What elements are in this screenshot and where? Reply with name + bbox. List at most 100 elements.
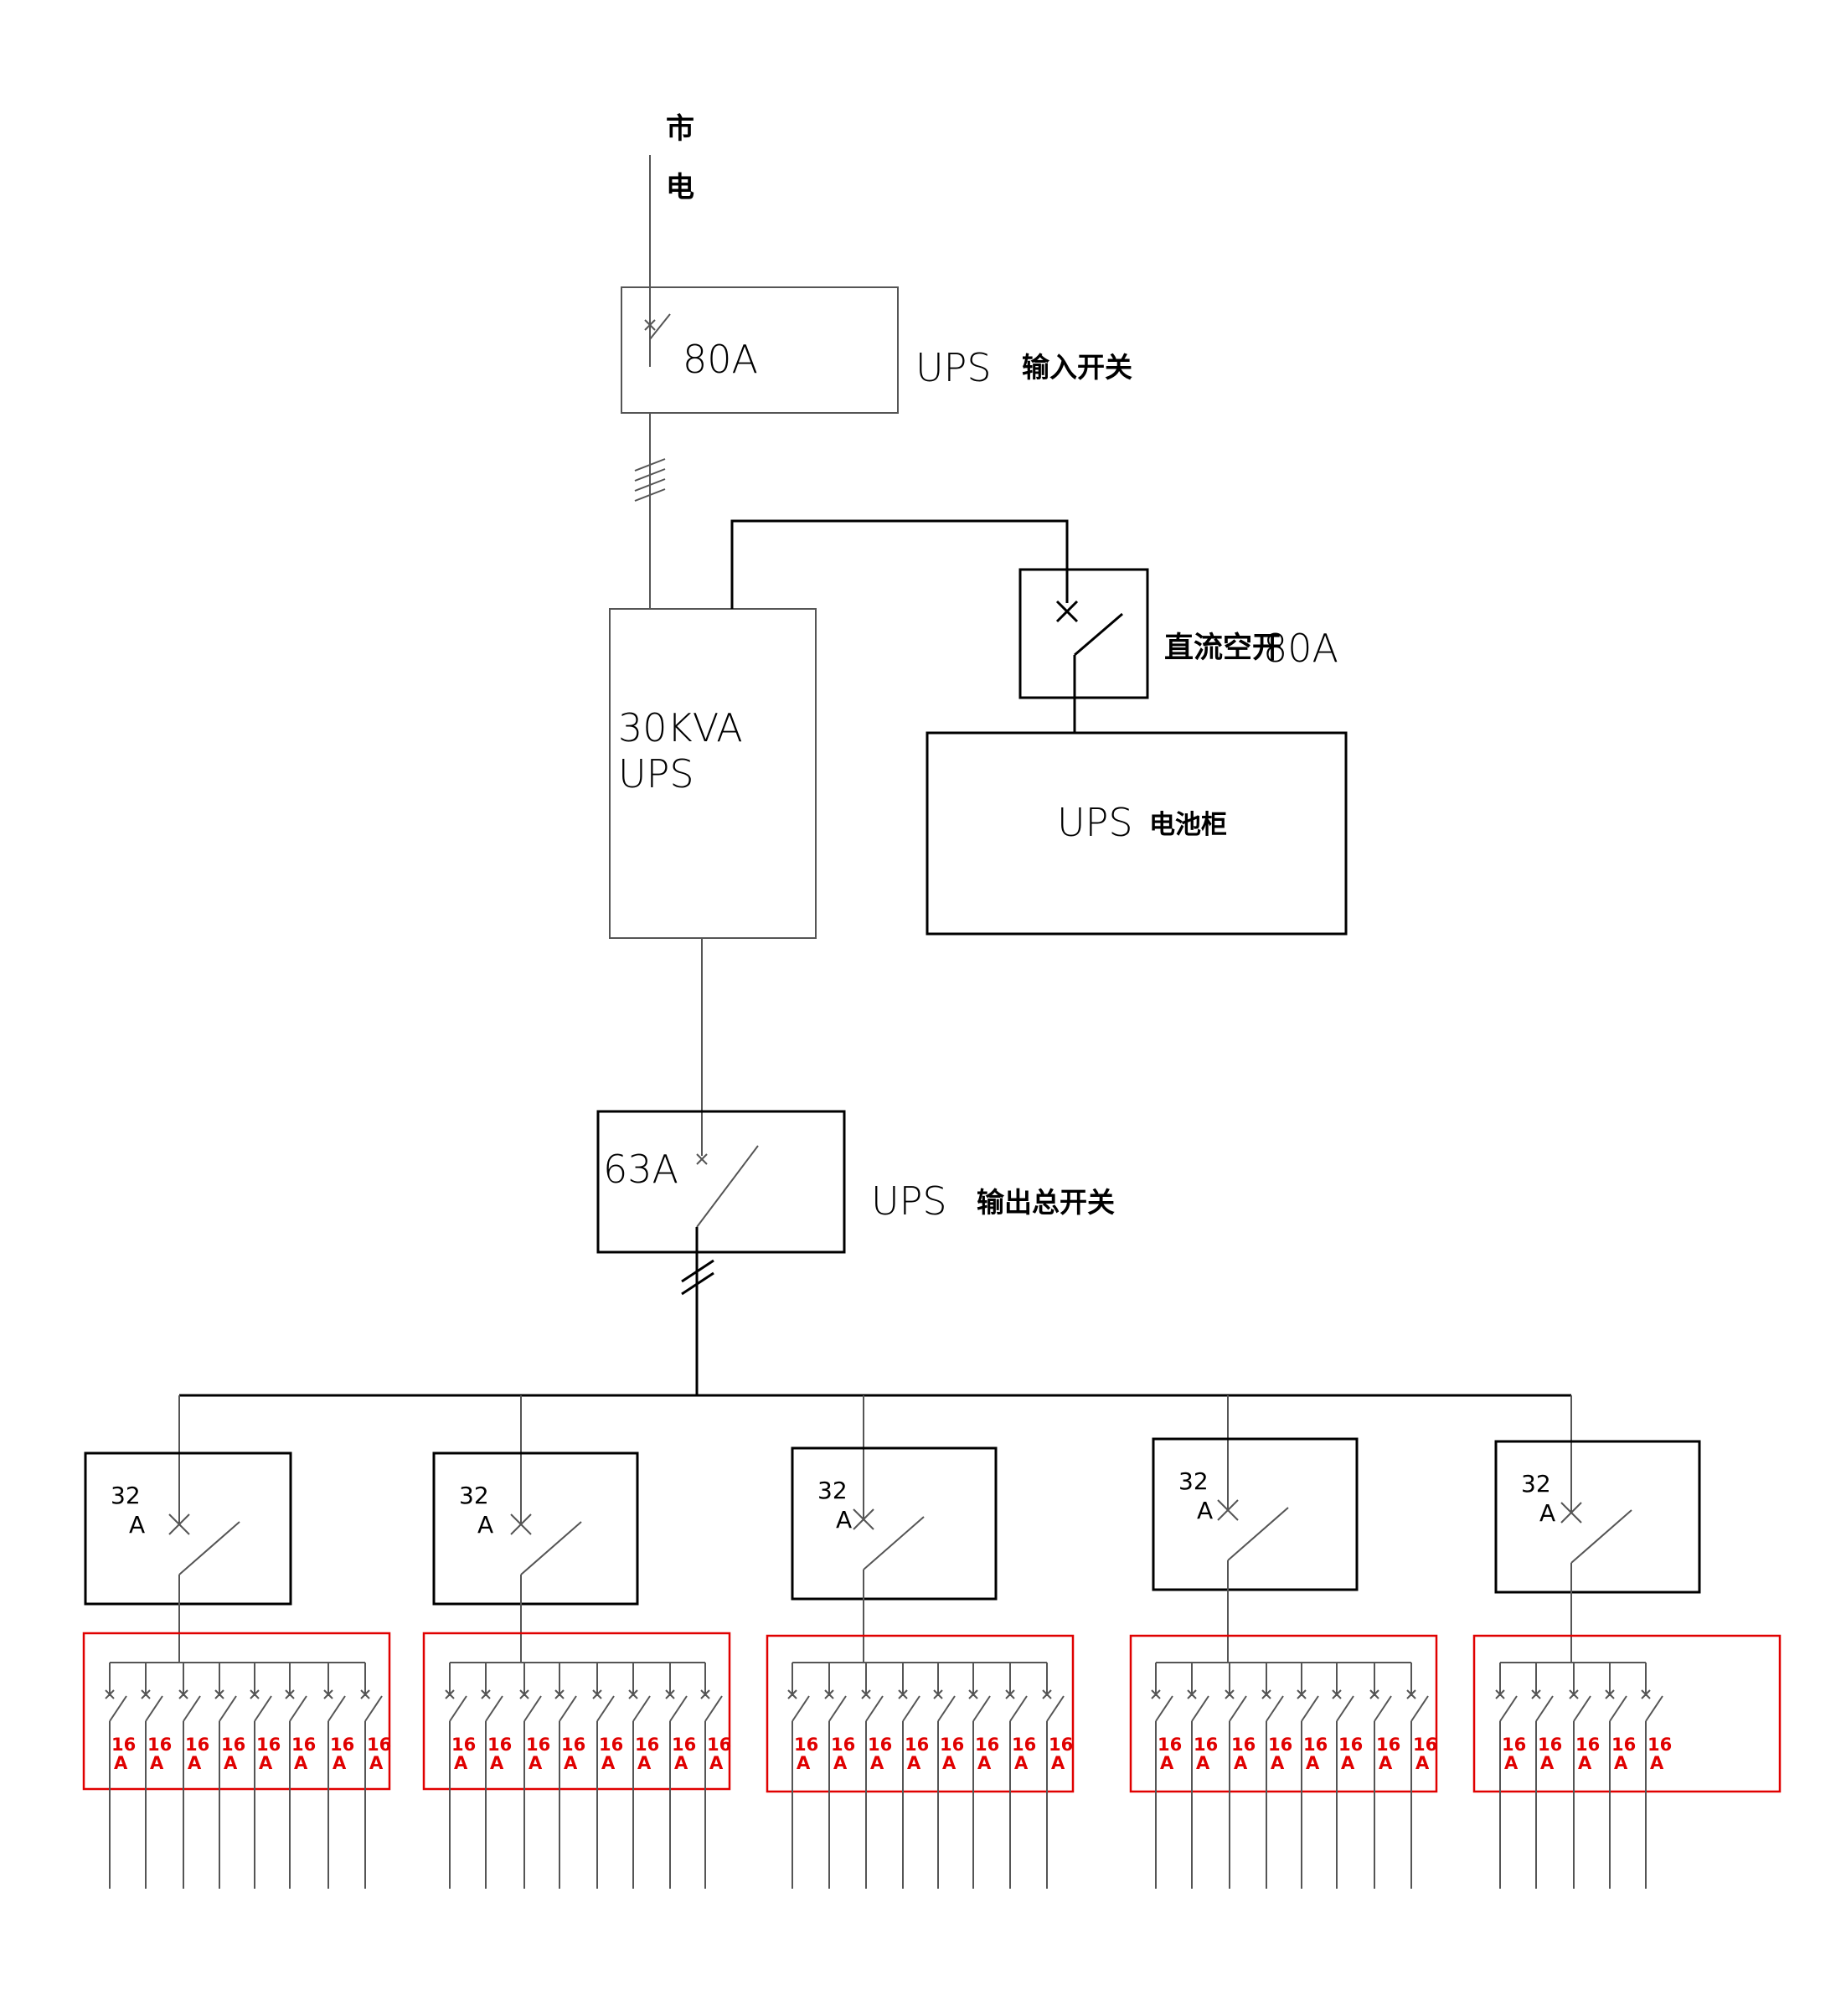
outlet-unit: A [601, 1753, 616, 1773]
dc-breaker-name: 直流空开 [1164, 632, 1281, 665]
outlet-rating: 16 [794, 1735, 818, 1755]
outlet-breaker: 16A [1495, 1663, 1526, 1889]
outlet-rating: 16 [1049, 1735, 1073, 1755]
outlet-unit: A [1306, 1753, 1320, 1773]
outlet-unit: A [977, 1753, 992, 1773]
outlet-breaker: 16A [105, 1663, 136, 1889]
outlet-rating: 16 [831, 1735, 855, 1755]
outlet-unit: A [294, 1753, 308, 1773]
battery-cabinet-box [926, 731, 1348, 936]
outlet-breaker: 16A [628, 1663, 659, 1889]
dc-breaker-rating: 80A [1263, 626, 1338, 671]
outlet-unit: A [490, 1753, 504, 1773]
input-switch-name-latin: UPS [915, 345, 992, 390]
outlet-unit: A [1196, 1753, 1210, 1773]
outlet-breaker: 16A [968, 1663, 999, 1889]
ups-box [609, 608, 817, 939]
outlet-breaker: 16A [1225, 1663, 1256, 1889]
outlet-breaker: 16A [1005, 1663, 1036, 1889]
dc-link-line [730, 519, 1069, 609]
battery-name-cjk: 电池柜 [1149, 810, 1227, 840]
outlet-rating: 16 [1158, 1735, 1182, 1755]
outlet-breaker: 16A [554, 1663, 585, 1889]
outlet-unit: A [1160, 1753, 1174, 1773]
outlet-breaker: 16A [1187, 1663, 1218, 1889]
outlet-unit: A [637, 1753, 652, 1773]
outlet-rating: 16 [1231, 1735, 1256, 1755]
branch-breaker-box [432, 1451, 639, 1606]
outlet-breaker: 16A [700, 1663, 731, 1889]
outlet-breaker: 16A [824, 1663, 855, 1889]
mains-label-2: 电 [666, 171, 694, 204]
outlet-group-box [422, 1632, 731, 1791]
outlet-rating: 16 [451, 1735, 476, 1755]
outlet-breaker: 16A [787, 1663, 818, 1889]
outlet-unit: A [942, 1753, 957, 1773]
outlet-unit: A [188, 1753, 202, 1773]
output-switch-name-cjk: 输出总开关 [977, 1186, 1115, 1219]
outlet-unit: A [1271, 1753, 1285, 1773]
outlet-rating: 16 [1268, 1735, 1292, 1755]
outlet-unit: A [833, 1753, 848, 1773]
outlet-unit: A [709, 1753, 724, 1773]
outlet-breaker: 16A [933, 1663, 964, 1889]
outlet-breaker: 16A [898, 1663, 929, 1889]
branch-breaker-box [1152, 1437, 1359, 1591]
branch-breaker-symbol [168, 1513, 240, 1663]
outlet-unit: A [1379, 1753, 1393, 1773]
outlet-unit: A [259, 1753, 273, 1773]
outlet-unit: A [1578, 1753, 1592, 1773]
outlet-rating: 16 [868, 1735, 892, 1755]
branch-breaker-symbol [1217, 1499, 1289, 1663]
outlet-unit: A [1650, 1753, 1664, 1773]
outlet-breaker: 16A [1531, 1663, 1562, 1889]
outlet-rating: 16 [1413, 1735, 1437, 1755]
battery-name-latin: UPS [1057, 800, 1133, 845]
outlet-breaker: 16A [665, 1663, 696, 1889]
input-switch-box [621, 286, 899, 414]
outlet-rating: 16 [1376, 1735, 1400, 1755]
outlet-rating: 16 [221, 1735, 245, 1755]
outlet-unit: A [529, 1753, 543, 1773]
outlet-breaker: 16A [1261, 1663, 1292, 1889]
outlet-unit: A [564, 1753, 578, 1773]
outlet-rating: 16 [111, 1735, 136, 1755]
outlet-rating: 16 [672, 1735, 696, 1755]
branch-breaker-symbol [510, 1513, 582, 1663]
outlet-breaker: 16A [1332, 1663, 1363, 1889]
two-wire-marker [681, 1259, 714, 1296]
outlet-unit: A [150, 1753, 164, 1773]
outlet-rating: 16 [1502, 1735, 1526, 1755]
outlet-rating: 16 [1575, 1735, 1600, 1755]
outlet-unit: A [1051, 1753, 1065, 1773]
outlet-breaker: 16A [592, 1663, 623, 1889]
input-switch-name-cjk: 输入开关 [1022, 351, 1132, 384]
outlet-breaker: 16A [323, 1663, 354, 1889]
outlet-rating: 16 [707, 1735, 731, 1755]
output-switch-symbol [696, 1145, 759, 1228]
outlet-unit: A [1234, 1753, 1248, 1773]
ups-label: UPS [618, 751, 694, 797]
mains-label-1: 市 [666, 112, 694, 146]
outlet-rating: 16 [526, 1735, 550, 1755]
outlet-breaker: 16A [1297, 1663, 1328, 1889]
outlet-unit: A [1540, 1753, 1555, 1773]
output-switch-name-latin: UPS [871, 1178, 947, 1224]
branch-breaker-unit: A [1539, 1499, 1555, 1527]
branch-breaker-unit: A [129, 1511, 145, 1539]
ups-capacity: 30KVA [618, 705, 743, 750]
branch-breaker-rating: 32 [1178, 1467, 1209, 1495]
outlet-unit: A [797, 1753, 811, 1773]
outlet-breaker: 16A [178, 1663, 209, 1889]
output-switch-box [596, 1110, 846, 1254]
outlet-breaker: 16A [141, 1663, 172, 1889]
outlet-breaker: 16A [1042, 1663, 1073, 1889]
branch-breaker-box [791, 1446, 998, 1601]
outlet-rating: 16 [330, 1735, 354, 1755]
outlet-breaker: 16A [861, 1663, 892, 1889]
outlet-rating: 16 [561, 1735, 585, 1755]
branch-breaker-unit: A [1197, 1497, 1213, 1524]
